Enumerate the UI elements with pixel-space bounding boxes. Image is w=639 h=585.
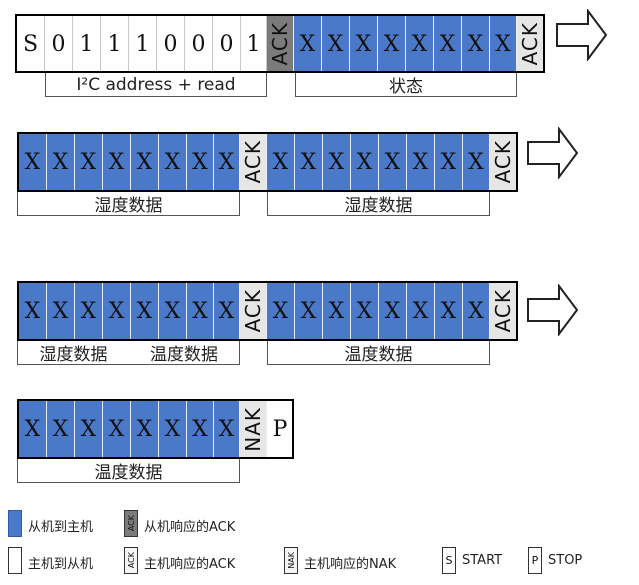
humidity-bit-cell: X [379, 133, 407, 191]
continue-arrow-icon [527, 284, 579, 336]
humidity-bit-cell: X [407, 133, 435, 191]
master-ack-cell: ACK [240, 133, 267, 191]
humidity-label: 湿度数据 [17, 341, 129, 365]
status-bit-cell: X [294, 15, 322, 73]
legend-swatch-master-to-slave [8, 547, 22, 574]
humidity-bit-cell: X [214, 133, 240, 191]
legend-label: START [462, 553, 503, 568]
humidity-bit-cell: X [323, 133, 351, 191]
temperature-bit-cell: X [19, 400, 47, 458]
address-bit-cell: 0 [45, 15, 73, 73]
continue-arrow-icon [527, 127, 579, 179]
address-bit-cell: 0 [213, 15, 241, 73]
humidity-bit-cell: X [103, 133, 131, 191]
address-bit-cell: 1 [129, 15, 157, 73]
ack-label: ACK [241, 140, 265, 184]
nak-label: NAK [241, 406, 265, 452]
legend-label: 从机响应的ACK [144, 520, 236, 535]
stop-cell: P [267, 400, 293, 458]
humidity-bit-cell: X [103, 282, 131, 340]
address-bit-cell: 1 [73, 15, 101, 73]
ack-label: ACK [268, 22, 292, 66]
temperature-bit-cell: X [159, 282, 187, 340]
temperature-bit-cell: X [214, 400, 240, 458]
status-bit-cell: X [490, 15, 517, 73]
temperature-bit-cell: X [187, 400, 214, 458]
status-bit-cell: X [462, 15, 490, 73]
humidity-bit-cell: X [187, 133, 214, 191]
legend-label: 从机到主机 [28, 520, 94, 535]
legend-label: 主机响应的NAK [304, 557, 397, 572]
master-ack-cell: ACK [517, 15, 544, 73]
address-bit-cell: 1 [101, 15, 129, 73]
humidity-bit-cell: X [19, 282, 47, 340]
humidity-bit-cell: X [351, 133, 379, 191]
humidity-bit-cell: X [159, 133, 187, 191]
legend-swatch-slave-ack: ACK [124, 510, 138, 537]
temperature-bit-cell: X [214, 282, 240, 340]
temperature-label: 温度数据 [129, 341, 240, 365]
address-label: I²C address + read [45, 73, 267, 97]
ack-label: ACK [491, 140, 515, 184]
temperature-bit-cell: X [131, 282, 159, 340]
temperature-bit-cell: X [75, 400, 103, 458]
temperature-bit-cell: X [187, 282, 214, 340]
temperature-label: 温度数据 [17, 459, 240, 483]
temperature-bit-cell: X [351, 282, 379, 340]
legend-label: STOP [548, 553, 583, 568]
temperature-bit-cell: X [435, 282, 463, 340]
humidity-bit-cell: X [47, 133, 75, 191]
ack-label: ACK [518, 22, 542, 66]
address-bit-cell: 0 [185, 15, 213, 73]
temperature-bit-cell: X [159, 400, 187, 458]
humidity-label: 湿度数据 [17, 192, 240, 216]
humidity-bit-cell: X [435, 133, 463, 191]
status-bit-cell: X [322, 15, 350, 73]
temperature-bit-cell: X [131, 400, 159, 458]
ack-label: ACK [241, 289, 265, 333]
address-bit-cell: 0 [157, 15, 185, 73]
humidity-bit-cell: X [75, 282, 103, 340]
master-ack-cell: ACK [490, 133, 517, 191]
humidity-bit-cell: X [131, 133, 159, 191]
legend-swatch-slave-to-master [8, 510, 22, 537]
status-label: 状态 [295, 73, 517, 97]
status-bit-cell: X [378, 15, 406, 73]
humidity-label: 湿度数据 [267, 192, 490, 216]
slave-ack-cell: ACK [267, 15, 294, 73]
ack-label: ACK [491, 289, 515, 333]
status-bit-cell: X [434, 15, 462, 73]
master-ack-cell: ACK [240, 282, 267, 340]
humidity-bit-cell: X [47, 282, 75, 340]
start-bit-cell: S [17, 15, 45, 73]
temperature-bit-cell: X [295, 282, 323, 340]
master-ack-cell: ACK [490, 282, 517, 340]
temperature-bit-cell: X [323, 282, 351, 340]
read-bit-cell: 1 [241, 15, 267, 73]
temperature-bit-cell: X [407, 282, 435, 340]
temperature-bit-cell: X [267, 282, 295, 340]
master-nak-cell: NAK [240, 400, 267, 458]
humidity-bit-cell: X [295, 133, 323, 191]
temperature-bit-cell: X [47, 400, 75, 458]
continue-arrow-icon [556, 9, 608, 61]
temperature-bit-cell: X [379, 282, 407, 340]
legend-swatch-master-ack: ACK [124, 547, 138, 574]
temperature-label: 温度数据 [267, 341, 490, 365]
humidity-bit-cell: X [463, 133, 490, 191]
humidity-bit-cell: X [19, 133, 47, 191]
legend-label: 主机到从机 [28, 557, 94, 572]
legend-label: 主机响应的ACK [144, 557, 236, 572]
temperature-bit-cell: X [463, 282, 490, 340]
temperature-bit-cell: X [103, 400, 131, 458]
legend-swatch-start: S [442, 547, 456, 574]
humidity-bit-cell: X [75, 133, 103, 191]
humidity-bit-cell: X [267, 133, 295, 191]
status-bit-cell: X [406, 15, 434, 73]
status-bit-cell: X [350, 15, 378, 73]
legend-swatch-stop: P [528, 547, 542, 574]
legend-swatch-master-nak: NAK [284, 547, 298, 574]
